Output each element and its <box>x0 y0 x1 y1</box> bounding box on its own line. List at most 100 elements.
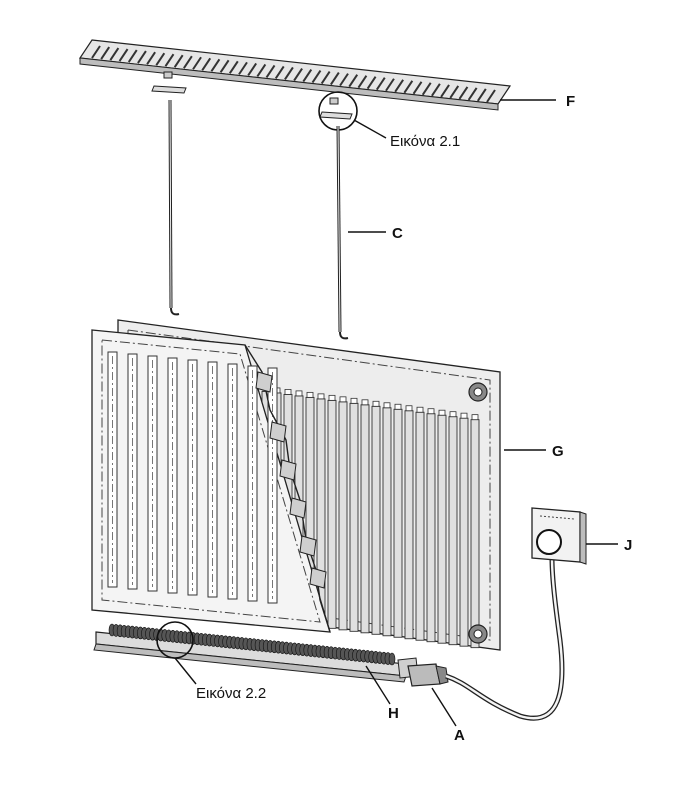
thermostat-dial <box>536 529 562 555</box>
grille-slot <box>201 57 212 71</box>
grille-slot <box>219 59 230 73</box>
pipe-ends <box>468 382 488 644</box>
heating-fin <box>470 419 480 649</box>
top-grille <box>78 39 512 111</box>
grille-slot <box>330 72 340 86</box>
grille-slot <box>183 55 193 69</box>
grille-slot <box>375 77 386 91</box>
heating-fin <box>338 401 348 631</box>
grille-slot <box>458 86 469 100</box>
heating-fin <box>459 417 469 647</box>
heating-fin <box>393 408 403 638</box>
grille-slot <box>293 67 303 82</box>
edge-brackets <box>255 371 327 589</box>
grille-slot <box>403 80 414 94</box>
grille-slot <box>357 75 368 89</box>
fin-tab <box>328 394 336 401</box>
fin-tab <box>284 389 292 395</box>
grille-slot <box>366 76 377 90</box>
grille-slot <box>311 70 322 84</box>
label-C: C <box>392 225 403 242</box>
thermostat <box>531 507 587 565</box>
fin-tab <box>438 409 446 416</box>
grille-slot <box>91 45 101 59</box>
heating-fin <box>349 402 359 632</box>
grille-slot <box>164 53 175 67</box>
heating-fin <box>371 405 381 635</box>
fin-tab <box>383 402 391 409</box>
label-G: G <box>552 443 564 460</box>
heating-fin <box>437 414 447 644</box>
grille-slot <box>467 87 478 101</box>
grille-slot <box>394 79 404 93</box>
grille-slot <box>476 88 487 102</box>
fin-tab <box>306 391 314 398</box>
grille-slot <box>431 83 441 97</box>
fin-tab <box>394 403 402 410</box>
heating-fin <box>404 410 414 640</box>
mounting-clip-right <box>318 91 358 131</box>
fin-tab <box>460 412 468 419</box>
grille-slot <box>486 89 496 103</box>
coil-windings <box>108 623 396 666</box>
label-H: H <box>388 705 399 722</box>
heating-fin <box>360 404 370 634</box>
hanging-rod-left <box>168 99 180 316</box>
grille-slot <box>146 51 156 65</box>
fin-tab <box>427 408 435 415</box>
heating-fin <box>382 407 392 637</box>
grille-slots <box>91 45 496 103</box>
grille-slot <box>118 48 129 62</box>
grille-slot <box>421 82 432 96</box>
label-fig-2-2: Εικόνα 2.2 <box>196 685 266 702</box>
grille-slot <box>412 81 423 95</box>
front-panel-slots <box>107 351 278 604</box>
grille-slot <box>348 74 359 88</box>
grille-slot <box>238 61 248 75</box>
grille-slot <box>155 52 166 66</box>
grille-slot <box>137 50 147 64</box>
grille-slot <box>228 60 239 74</box>
fin-tab <box>471 414 479 421</box>
heating-fin <box>415 411 425 641</box>
grille-slot <box>210 58 221 72</box>
grille-slot <box>247 62 257 76</box>
leader-lines <box>174 99 618 727</box>
heating-fin <box>426 413 436 643</box>
grille-slot <box>385 78 395 92</box>
label-fig-2-1: Εικόνα 2.1 <box>390 133 460 150</box>
grille-slot <box>173 54 184 68</box>
grille-slot <box>339 73 349 87</box>
grille-slot <box>109 47 120 61</box>
grille-slot <box>302 68 313 83</box>
grille-slot <box>284 66 294 81</box>
fin-tab <box>416 406 424 413</box>
fin-tab <box>361 399 369 406</box>
coil-turn <box>388 652 396 666</box>
grille-slot <box>449 85 460 99</box>
label-A: A <box>454 727 465 744</box>
grille-slot <box>192 56 202 70</box>
grille-slot <box>274 65 285 80</box>
heating-fin <box>327 399 337 629</box>
fin-tab <box>405 405 413 412</box>
fin-tab <box>372 400 380 407</box>
grille-slot <box>256 63 267 77</box>
fin-tab <box>339 396 347 403</box>
grille-slot <box>440 84 450 98</box>
grille-slot <box>100 46 111 60</box>
hanging-rod-right <box>336 125 349 340</box>
heating-fins <box>261 386 480 649</box>
bottom-heating-element <box>93 621 419 683</box>
label-J: J <box>624 537 632 554</box>
grille-slot <box>265 64 276 78</box>
fin-tab <box>449 411 457 418</box>
front-panel <box>91 329 331 633</box>
label-F: F <box>566 93 575 110</box>
fin-tab <box>317 393 325 400</box>
grille-slot <box>320 71 331 85</box>
grille-slot <box>127 49 138 63</box>
fin-tab <box>295 390 303 397</box>
fin-tab <box>350 397 358 404</box>
